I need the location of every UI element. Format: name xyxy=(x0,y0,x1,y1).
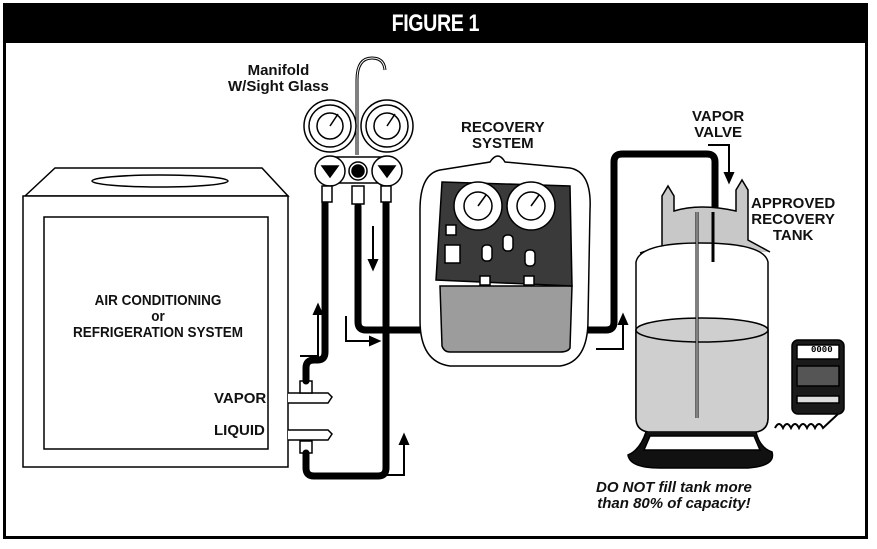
liquid-port-label: LIQUID xyxy=(214,422,265,439)
ac-label-line1: AIR CONDITIONING xyxy=(94,292,222,309)
reset-button xyxy=(445,224,457,236)
scale-readout: 0000 xyxy=(811,345,833,355)
manifold-label-line2: W/Sight Glass xyxy=(228,77,329,95)
figure-title-bar: FIGURE 1 xyxy=(3,3,868,43)
approved-tank-label: APPROVED RECOVERY TANK xyxy=(751,196,835,243)
vapor-port-label: VAPOR xyxy=(214,390,267,407)
recovery-machine xyxy=(419,155,591,367)
recovery-tank xyxy=(627,178,774,469)
hose-vapor-to-manifold xyxy=(302,196,329,385)
manifold-label-line1: Manifold xyxy=(247,62,310,79)
recovery-label-line1: RECOVERY xyxy=(461,119,545,136)
vapor-valve-line2: VALVE xyxy=(694,123,743,141)
warning-line1: DO NOT fill tank more xyxy=(596,479,752,496)
power-switch xyxy=(444,244,461,264)
recovery-system-label: RECOVERY SYSTEM xyxy=(461,120,545,152)
ac-label-line2: or xyxy=(151,307,165,325)
service-ports xyxy=(288,380,333,454)
manifold-label: Manifold W/Sight Glass xyxy=(228,63,329,95)
approved-tank-line3: TANK xyxy=(772,226,814,244)
ac-unit xyxy=(22,167,290,468)
warning-line2: than 80% of capacity! xyxy=(597,494,751,512)
vapor-valve-line1: VAPOR xyxy=(692,108,745,125)
ac-system-label: AIR CONDITIONING or REFRIGERATION SYSTEM xyxy=(64,293,251,340)
flow-arrows xyxy=(300,144,735,476)
approved-tank-line2: RECOVERY xyxy=(751,210,835,228)
vapor-valve-label: VAPOR VALVE xyxy=(692,109,744,141)
capacity-warning: DO NOT fill tank more than 80% of capaci… xyxy=(596,480,752,512)
manifold xyxy=(303,56,414,205)
digital-scale xyxy=(774,339,845,431)
ac-label-line3: REFRIGERATION SYSTEM xyxy=(72,323,244,341)
hose-liquid-to-manifold xyxy=(302,196,390,480)
approved-tank-line1: APPROVED xyxy=(751,195,836,212)
recovery-label-line2: SYSTEM xyxy=(471,134,534,152)
figure-title: FIGURE 1 xyxy=(391,10,480,37)
